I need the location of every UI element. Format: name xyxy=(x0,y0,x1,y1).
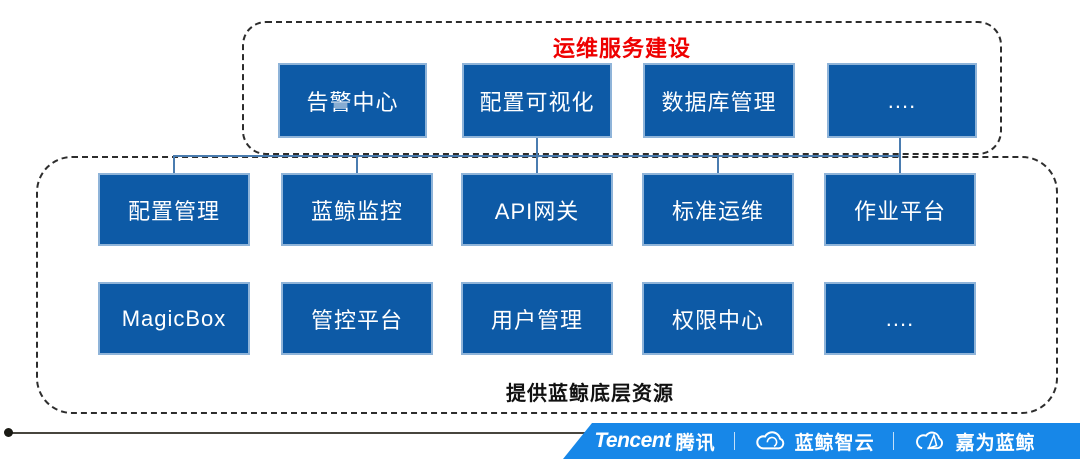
platform-group-caption: 提供蓝鲸底层资源 xyxy=(506,383,674,405)
node-api-gateway: API网关 xyxy=(461,173,613,246)
node-database-management: 数据库管理 xyxy=(643,63,795,138)
banner-separator: ｜ xyxy=(725,432,744,452)
ops-service-group-frame xyxy=(242,21,1002,155)
connector-stub-api-gateway xyxy=(536,156,538,174)
node-user-management: 用户管理 xyxy=(461,282,613,355)
node-magicbox: MagicBox xyxy=(98,282,250,355)
node-control-platform: 管控平台 xyxy=(281,282,433,355)
node-more-platforms: .... xyxy=(824,282,976,355)
jiawei-whale-cloud-icon xyxy=(913,429,947,453)
connector-more-drop xyxy=(899,138,901,156)
platform-group-frame xyxy=(36,156,1058,414)
footer-baseline-dot xyxy=(4,428,13,437)
banner-separator: ｜ xyxy=(884,432,903,452)
node-config-visualization: 配置可视化 xyxy=(462,63,612,138)
footer-baseline xyxy=(8,432,590,434)
node-standard-ops: 标准运维 xyxy=(642,173,794,246)
connector-stub-monitor xyxy=(356,156,358,174)
node-permission-center: 权限中心 xyxy=(642,282,794,355)
node-job-platform: 作业平台 xyxy=(824,173,976,246)
tencent-cn-label: 腾讯 xyxy=(675,432,716,454)
ops-service-group-title: 运维服务建设 xyxy=(552,36,691,61)
tencent-wordmark: Tencent xyxy=(594,429,671,452)
node-more-services: .... xyxy=(827,63,977,138)
connector-stub-job-platform xyxy=(899,156,901,174)
node-alert-center: 告警中心 xyxy=(278,63,427,138)
connector-stub-config-mgmt xyxy=(173,156,175,174)
node-blueking-monitor: 蓝鲸监控 xyxy=(281,173,433,246)
jiawei-label: 嘉为蓝鲸 xyxy=(955,432,1036,454)
blueking-label: 蓝鲸智云 xyxy=(794,432,875,454)
node-config-management: 配置管理 xyxy=(98,173,250,246)
connector-stub-standard-ops xyxy=(717,156,719,174)
blueking-cloud-icon xyxy=(754,430,786,452)
brand-banner: Tencent 腾讯 ｜ 蓝鲸智云 ｜ 嘉为蓝鲸 xyxy=(563,423,1080,459)
connector-config-viz-drop xyxy=(536,138,538,156)
